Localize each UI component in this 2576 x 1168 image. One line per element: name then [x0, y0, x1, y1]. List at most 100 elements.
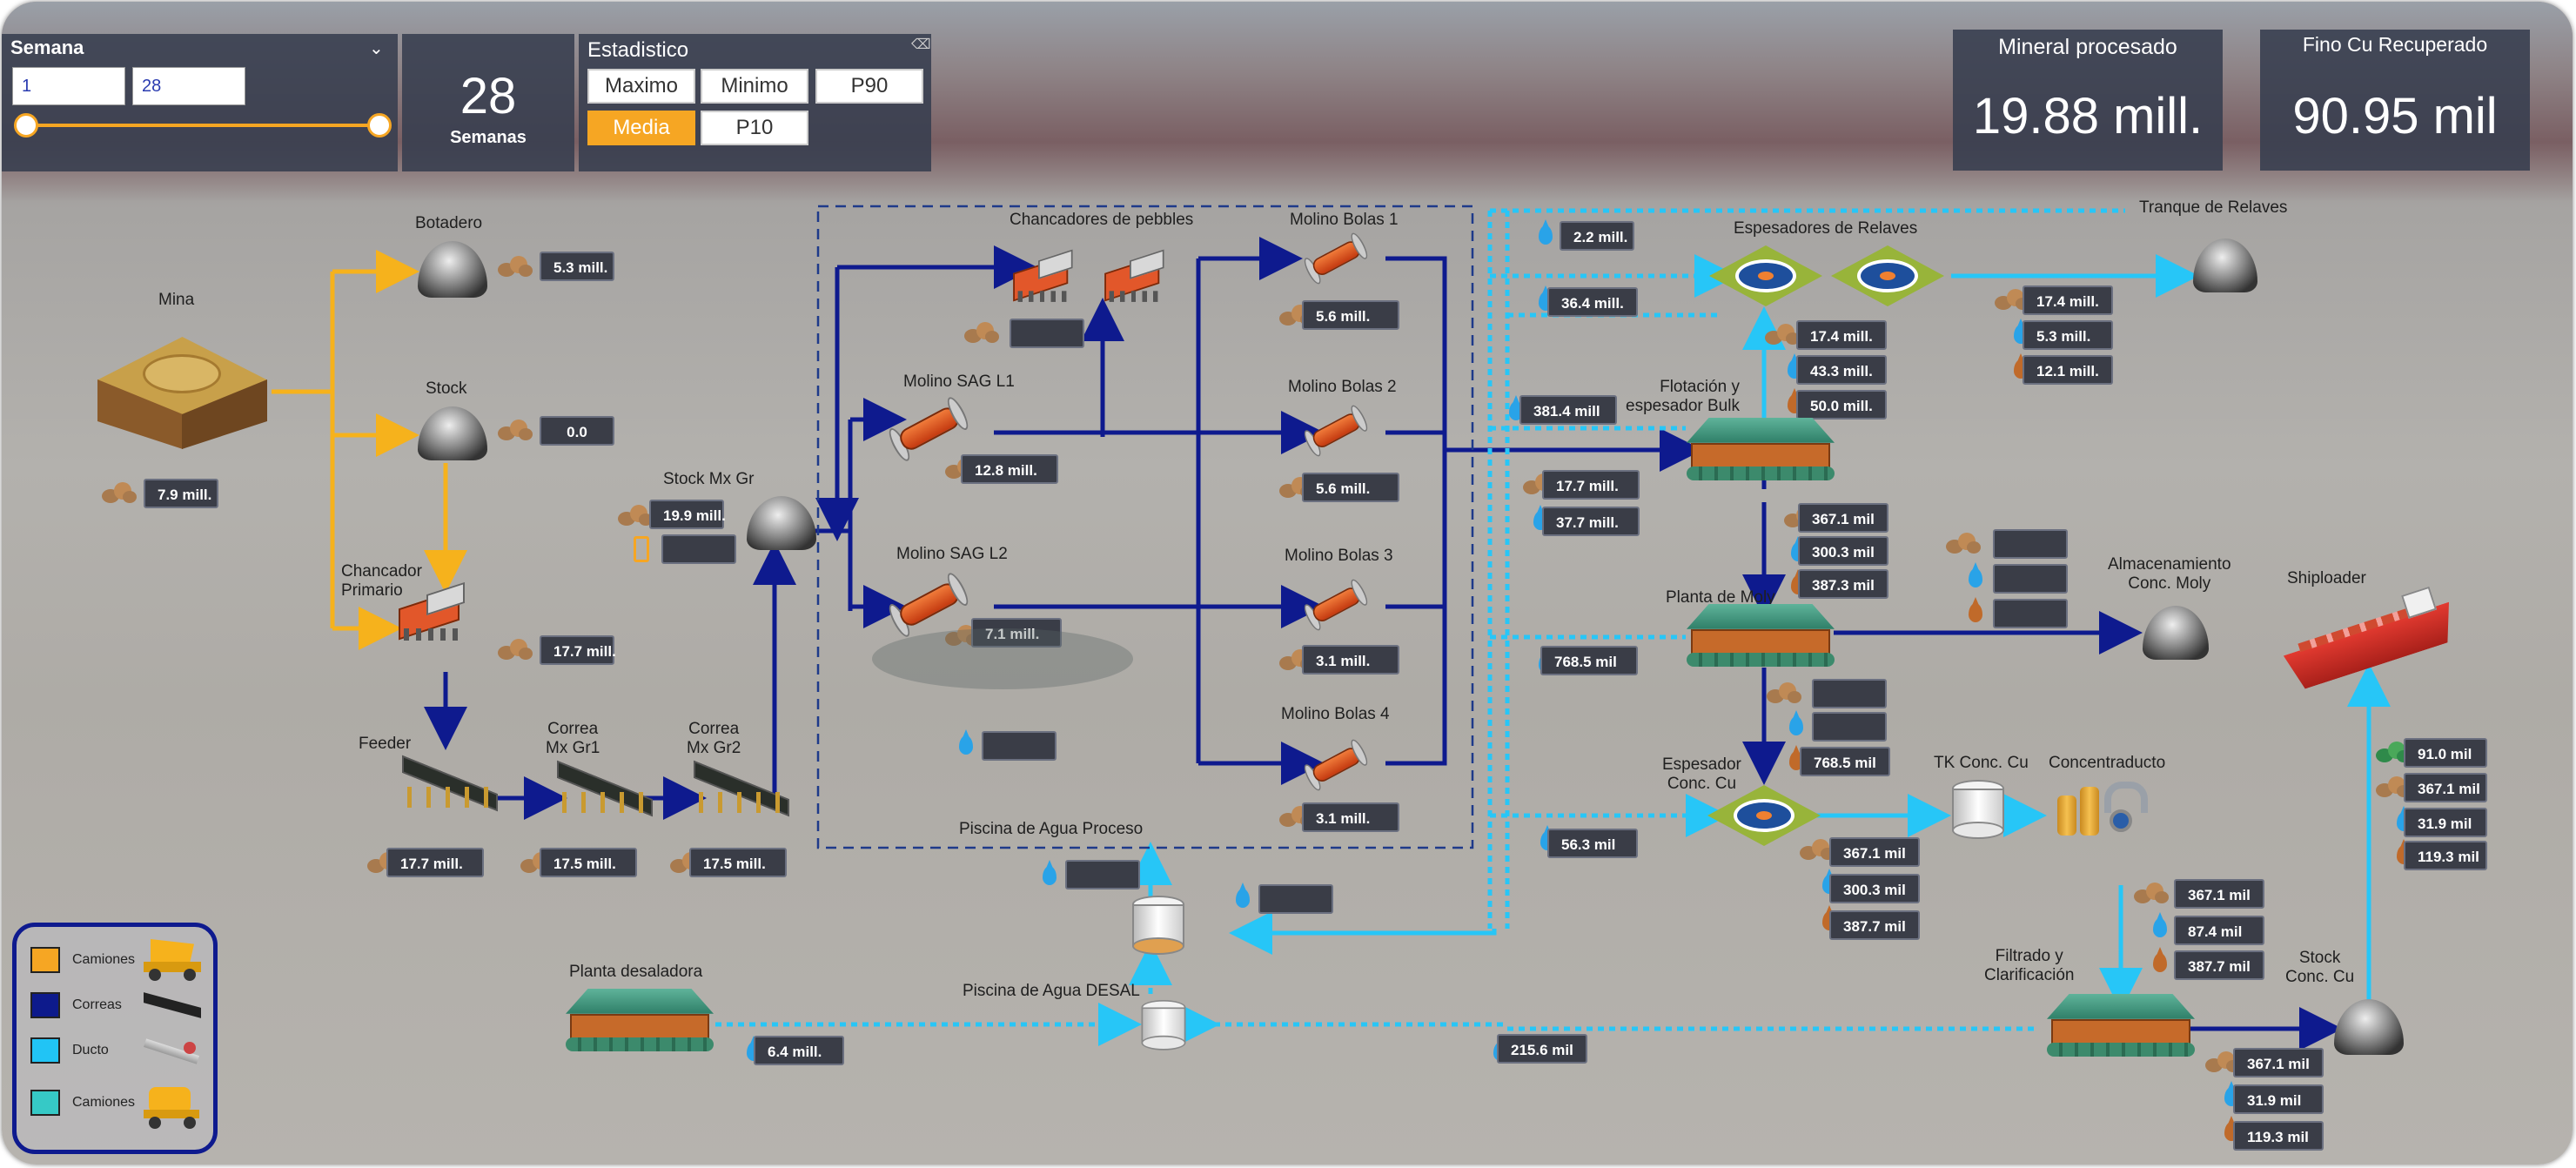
mine-icon[interactable] [89, 315, 276, 463]
legend-trucks: Camiones [30, 944, 135, 976]
grinding-water-empty-value [982, 731, 1057, 761]
filt-in-cu-value: 387.7 mil [2174, 950, 2264, 980]
desal-water-tank-icon[interactable] [1137, 998, 1190, 1051]
ore-icon [964, 320, 999, 345]
stat-button-media[interactable]: Media [587, 111, 695, 145]
cu-thickener-icon[interactable] [1707, 785, 1821, 846]
tailings-thickener-1-icon[interactable] [1709, 245, 1822, 306]
chancador-value: 17.7 mill. [540, 635, 616, 665]
ore-icon [498, 418, 533, 442]
process-water-tank-icon[interactable] [1128, 894, 1189, 955]
tranque-label: Tranque de Relaves [2139, 198, 2288, 217]
feeder-conveyor-icon[interactable] [402, 755, 498, 812]
eraser-icon[interactable]: ⌫ [911, 37, 931, 52]
copper-drop-icon [2148, 950, 2172, 975]
agua-381-4-value: 381.4 mill [1519, 395, 1617, 425]
legend-belts: Correas [30, 990, 122, 1021]
desalination-plant-icon[interactable] [566, 989, 714, 1051]
bolas-2-value: 5.6 mill. [1302, 473, 1399, 502]
water-drop-icon [1963, 566, 1988, 590]
shiploader-label: Shiploader [2287, 569, 2366, 587]
ore-icon [1765, 322, 1800, 346]
ship-ore-value: 367.1 mil [2404, 773, 2487, 802]
moly-out-empty-1 [1812, 679, 1887, 708]
kpi-value: 19.88 mill. [1972, 88, 2204, 144]
agua-56-3-value: 56.3 mil [1547, 829, 1638, 858]
ore-icon [1279, 303, 1314, 327]
molino-bolas-4-label: Molino Bolas 4 [1281, 705, 1390, 723]
weeks-count-card: 28 Semanas [402, 34, 574, 171]
ship-cu-value: 119.3 mil [2404, 841, 2487, 870]
week-from-input[interactable]: 1 [12, 67, 125, 105]
tk-conc-cu-tank-icon[interactable] [1948, 778, 2009, 839]
agua-2-2-value: 2.2 mill. [1560, 221, 1634, 251]
correa-gr1-value: 17.5 mill. [540, 848, 637, 877]
correa-gr2-conveyor-icon[interactable] [694, 760, 789, 817]
moly-plant-icon[interactable] [1687, 604, 1835, 667]
tailings-thickener-2-icon[interactable] [1831, 245, 1944, 306]
correa-gr1-conveyor-icon[interactable] [557, 760, 653, 817]
ore-icon [1279, 648, 1314, 672]
week-to-input[interactable]: 28 [132, 67, 245, 105]
stock-mx-gr-empty-value [661, 534, 736, 564]
esp-out-ore-value: 367.1 mil [1829, 837, 1920, 867]
statistic-title: Estadistico [587, 38, 689, 62]
water-drop-icon [1784, 714, 1808, 738]
green-ore-icon [2376, 740, 2411, 764]
stat-button-maximo[interactable]: Maximo [587, 69, 695, 104]
tanker-truck-icon [144, 1084, 205, 1129]
week-filter-panel: Semana ⌄ 1 28 [2, 34, 398, 171]
bolas-1-value: 5.6 mill. [1302, 300, 1399, 330]
feeder-label: Feeder [359, 735, 412, 753]
stat-button-p90[interactable]: P90 [815, 69, 923, 104]
filt-out-cu-value: 119.3 mil [2233, 1121, 2324, 1151]
pipe-icon [144, 1038, 205, 1064]
primary-crusher-icon[interactable] [392, 581, 479, 644]
ore-icon [2376, 775, 2411, 799]
pebble-crusher-icon[interactable] [1007, 249, 1085, 305]
ship-water-value: 31.9 mil [2404, 808, 2487, 837]
stat-button-minimo[interactable]: Minimo [701, 69, 808, 104]
esp-cu-in-value: 768.5 mil [1800, 747, 1890, 776]
planta-desaladora-label: Planta desaladora [569, 963, 703, 981]
botadero-label: Botadero [415, 214, 483, 232]
agua-768-5-value: 768.5 mil [1540, 646, 1638, 675]
sag-l2-value: 7.1 mill. [971, 618, 1062, 648]
flotacion-label: Flotación y espesador Bulk [1626, 378, 1740, 415]
pipeline-pump-icon[interactable] [2057, 778, 2153, 839]
kpi-title: Mineral procesado [1998, 35, 2177, 59]
stat-button-p10[interactable]: P10 [701, 111, 808, 145]
ore-icon [1767, 681, 1801, 705]
week-slider-end-handle[interactable] [367, 113, 392, 138]
pebble-crusher-icon[interactable] [1098, 249, 1177, 305]
molino-bolas-2-label: Molino Bolas 2 [1288, 378, 1397, 396]
water-drop-icon [2148, 916, 2172, 940]
sag-l1-value: 12.8 mill. [961, 454, 1058, 484]
flotation-plant-icon[interactable] [1687, 418, 1835, 480]
molino-sag-l2-label: Molino SAG L2 [896, 545, 1008, 563]
weeks-count-label: Semanas [450, 128, 527, 147]
filt-in-water-value: 87.4 mil [2174, 916, 2264, 945]
stock-mx-gr-label: Stock Mx Gr [663, 470, 755, 488]
dump-truck-icon [144, 939, 205, 981]
tk-conc-cu-label: TK Conc. Cu [1934, 754, 2029, 772]
week-slider-track[interactable] [26, 124, 379, 127]
almac-moly-empty-2 [1993, 564, 2068, 594]
filter-plant-icon[interactable] [2047, 994, 2195, 1057]
relaves-cu-value: 50.0 mill. [1796, 390, 1887, 420]
legend-duct: Ducto [30, 1035, 109, 1066]
tranque-cu-value: 12.1 mill. [2023, 355, 2113, 385]
flot-water-value: 37.7 mill. [1542, 507, 1640, 536]
botadero-value: 5.3 mill. [540, 252, 614, 281]
water-drop-icon [1231, 886, 1255, 910]
proceso-empty-value [1065, 860, 1140, 889]
correa-gr2-value: 17.5 mill. [689, 848, 787, 877]
ore-icon [1800, 837, 1835, 862]
relaves-ore-value: 17.4 mill. [1796, 320, 1887, 350]
chevron-down-icon[interactable]: ⌄ [369, 39, 384, 58]
week-slider-start-handle[interactable] [14, 113, 38, 138]
molino-sag-l1-label: Molino SAG L1 [903, 373, 1015, 391]
concentraducto-label: Concentraducto [2049, 754, 2166, 772]
correa-gr2-label: Correa Mx Gr2 [687, 720, 741, 757]
